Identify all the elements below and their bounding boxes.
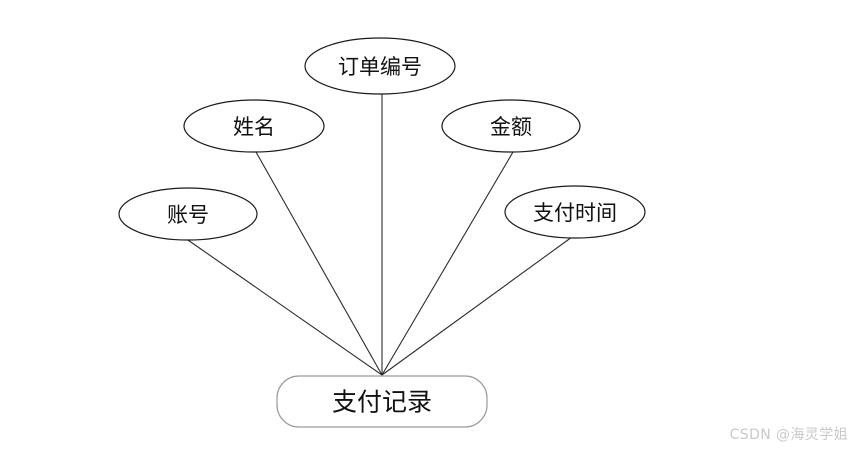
entity-label: 支付记录 [332,388,432,417]
attribute-ellipse-3 [441,99,581,153]
attribute-ellipse-4 [504,185,646,239]
attribute-ellipse-0 [118,187,258,241]
entity-node[interactable]: 支付记录 [276,375,488,428]
csdn-watermark: CSDN @海灵学姐 [729,427,848,443]
attribute-node-4[interactable]: 支付时间 [504,185,646,239]
connector-line-3 [381,151,514,376]
attribute-label-2: 订单编号 [338,55,422,79]
attribute-label-1: 姓名 [233,115,275,139]
attribute-label-3: 金额 [490,115,532,139]
connector-line-4 [381,236,573,376]
attribute-label-4: 支付时间 [533,201,617,225]
connector-line-1 [255,151,383,376]
entity-rect [276,375,488,428]
attribute-label-0: 账号 [167,203,209,227]
attribute-node-0[interactable]: 账号 [118,187,258,241]
attribute-node-1[interactable]: 姓名 [183,99,325,153]
attribute-ellipse-2 [304,37,456,95]
attribute-node-3[interactable]: 金额 [441,99,581,153]
attribute-node-2[interactable]: 订单编号 [304,37,456,95]
connector-line-0 [184,237,383,376]
attribute-ellipse-1 [183,99,325,153]
edge-group [184,94,573,376]
